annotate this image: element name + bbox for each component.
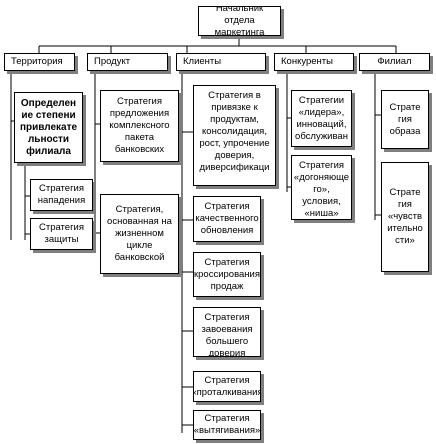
competitors-leader-strategy: Стратегии «лидера», инноваций, обслужива…: [291, 90, 352, 147]
clients-renewal-strategy: Стратегия качественного обновления: [193, 196, 261, 242]
branch-image-strategy: Страте гия образа: [381, 90, 429, 149]
header-competitors: Конкуренты: [274, 53, 354, 71]
header-branch: Филиал: [359, 53, 430, 71]
header-territory: Территория: [4, 53, 75, 71]
product-package-strategy: Стратегия предложения комплексного пакет…: [100, 90, 179, 162]
territory-attack-strategy: Стратегия нападения: [30, 179, 93, 211]
clients-pull-strategy: Стратегия «вытягивания»: [193, 410, 261, 440]
clients-push-strategy: Стратегия «проталкивания: [193, 371, 261, 402]
clients-crossselling-strategy: Стратегия кроссирования продаж: [193, 252, 261, 297]
competitors-follower-strategy: Стратегия «догоняюще го», условия, «ниша…: [291, 155, 352, 220]
product-lifecycle-strategy: Стратегия, основанная на жизненном цикле…: [100, 194, 179, 274]
branch-sensitivity-strategy: Страте гия «чувств ительно сти»: [381, 162, 429, 272]
clients-product-strategy: Стратегия в привязке к продуктам, консол…: [193, 85, 276, 186]
territory-main: Определен ие степени привлекате льности …: [14, 92, 83, 163]
header-product: Продукт: [87, 53, 168, 71]
header-clients: Клиенты: [176, 53, 266, 71]
root-node: Начальник отдела маркетинга: [198, 6, 281, 36]
clients-trust-strategy: Стратегия завоевания большего доверия: [193, 307, 261, 357]
territory-defense-strategy: Стратегия защиты: [30, 218, 93, 250]
